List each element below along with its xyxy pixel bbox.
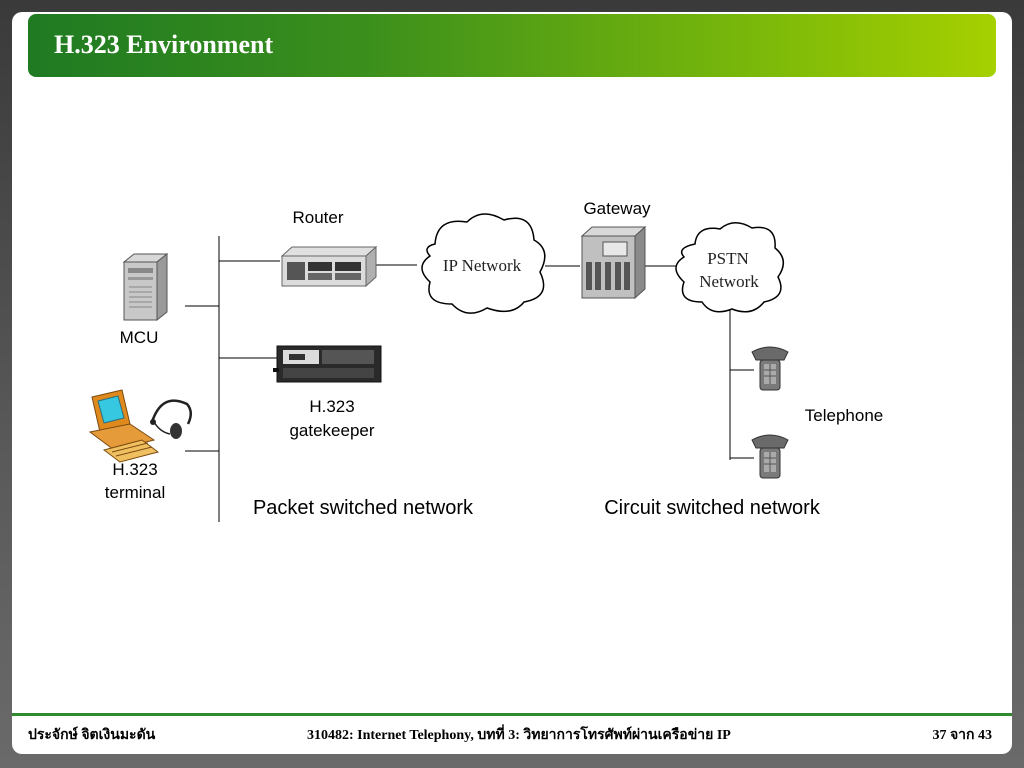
- pstn-label-line1: PSTN: [707, 249, 749, 268]
- pstn-network-cloud-icon: [675, 222, 784, 313]
- circuit-switched-label: Circuit switched network: [604, 497, 821, 519]
- slide-title: H.323 Environment: [54, 30, 274, 59]
- gatekeeper-server-icon: [273, 345, 382, 383]
- network-diagram: IP Network PSTN Network: [88, 199, 883, 522]
- telephone-icon: [751, 434, 789, 479]
- footer-divider: [12, 713, 1012, 716]
- headset-icon: [150, 399, 192, 439]
- gateway-icon: [580, 225, 647, 300]
- terminal-label-line1: H.323: [112, 460, 157, 479]
- gatekeeper-label-line2: gatekeeper: [289, 421, 374, 440]
- footer-author: ประจักษ์ จิตเงินมะดัน: [28, 728, 156, 743]
- gateway-label: Gateway: [583, 199, 651, 218]
- ip-network-cloud-icon: [421, 213, 546, 314]
- router-label: Router: [292, 208, 343, 227]
- title-bar: [28, 14, 996, 77]
- telephone-icon: [751, 346, 789, 391]
- mcu-label: MCU: [120, 328, 159, 347]
- packet-switched-label: Packet switched network: [253, 497, 474, 519]
- terminal-label-line2: terminal: [105, 483, 165, 502]
- computer-terminal-icon: [88, 389, 160, 463]
- footer-course-title: 310482: Internet Telephony, บทที่ 3: วิท…: [307, 728, 731, 743]
- router-icon: [280, 245, 378, 288]
- ip-network-label: IP Network: [443, 256, 522, 275]
- pstn-label-line2: Network: [699, 272, 759, 291]
- slide: H.323 Environment: [12, 12, 1012, 754]
- footer-page-number: 37 จาก 43: [932, 728, 992, 743]
- gatekeeper-label-line1: H.323: [309, 397, 354, 416]
- mcu-server-icon: [122, 252, 169, 322]
- telephone-label: Telephone: [805, 406, 883, 425]
